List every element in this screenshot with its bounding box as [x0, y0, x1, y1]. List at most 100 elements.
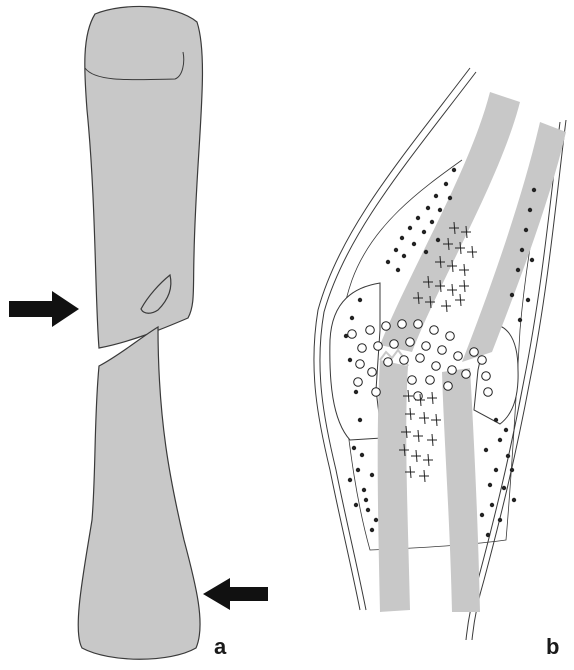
- dot-marker-icon: [498, 518, 502, 522]
- dot-marker-icon: [532, 188, 536, 192]
- dot-marker-icon: [366, 508, 370, 512]
- circle-marker-icon: [406, 338, 415, 347]
- circle-marker-icon: [390, 340, 399, 349]
- dot-marker-icon: [350, 316, 354, 320]
- dot-marker-icon: [348, 358, 352, 362]
- dot-marker-icon: [510, 468, 514, 472]
- circle-marker-icon: [398, 320, 407, 329]
- dot-marker-icon: [484, 448, 488, 452]
- dot-marker-icon: [422, 230, 426, 234]
- panel-label-a: a: [214, 636, 226, 658]
- circle-marker-icon: [426, 376, 435, 385]
- circle-marker-icon: [430, 326, 439, 335]
- dot-marker-icon: [498, 438, 502, 442]
- circle-marker-icon: [482, 372, 491, 381]
- arrow-right-icon: [9, 291, 79, 327]
- circle-marker-icon: [444, 382, 453, 391]
- circle-marker-icon: [414, 320, 423, 329]
- dot-marker-icon: [360, 453, 364, 457]
- dot-marker-icon: [436, 238, 440, 242]
- cross-marker-icon: [467, 246, 477, 258]
- dot-marker-icon: [412, 242, 416, 246]
- circle-marker-icon: [366, 326, 375, 335]
- dot-marker-icon: [348, 478, 352, 482]
- circle-marker-icon: [374, 342, 383, 351]
- dot-marker-icon: [358, 418, 362, 422]
- circle-marker-icon: [354, 378, 363, 387]
- dot-marker-icon: [516, 268, 520, 272]
- dot-marker-icon: [494, 468, 498, 472]
- circle-marker-icon: [422, 342, 431, 351]
- circle-marker-icon: [448, 366, 457, 375]
- cross-marker-icon: [427, 392, 437, 404]
- dot-marker-icon: [396, 268, 400, 272]
- circle-marker-icon: [358, 344, 367, 353]
- circle-marker-icon: [384, 358, 393, 367]
- dot-marker-icon: [362, 488, 366, 492]
- circle-marker-icon: [470, 348, 479, 357]
- dot-marker-icon: [526, 298, 530, 302]
- dot-marker-icon: [370, 473, 374, 477]
- dot-marker-icon: [352, 446, 356, 450]
- dot-marker-icon: [520, 248, 524, 252]
- circle-marker-icon: [408, 376, 417, 385]
- dot-marker-icon: [438, 208, 442, 212]
- cross-marker-icon: [419, 470, 429, 482]
- cross-marker-icon: [419, 412, 429, 424]
- circle-marker-icon: [438, 346, 447, 355]
- dot-marker-icon: [528, 208, 532, 212]
- dot-marker-icon: [490, 503, 494, 507]
- panel-a: [9, 6, 268, 659]
- dot-marker-icon: [394, 248, 398, 252]
- circle-marker-icon: [478, 356, 487, 365]
- dot-marker-icon: [416, 216, 420, 220]
- circle-marker-icon: [356, 360, 365, 369]
- panel-b: [314, 68, 566, 640]
- circle-marker-icon: [368, 368, 377, 377]
- panel-label-b: b: [546, 636, 559, 658]
- dot-marker-icon: [386, 260, 390, 264]
- cross-marker-icon: [455, 294, 465, 306]
- circle-marker-icon: [446, 332, 455, 341]
- dot-marker-icon: [480, 513, 484, 517]
- dot-marker-icon: [448, 196, 452, 200]
- dot-marker-icon: [426, 206, 430, 210]
- dot-marker-icon: [486, 533, 490, 537]
- circle-marker-icon: [372, 388, 381, 397]
- dot-marker-icon: [354, 503, 358, 507]
- dot-marker-icon: [356, 468, 360, 472]
- dot-marker-icon: [370, 528, 374, 532]
- circle-marker-icon: [382, 322, 391, 331]
- dot-marker-icon: [400, 236, 404, 240]
- lower-bone-fragment: [78, 327, 200, 659]
- circle-marker-icon: [462, 370, 471, 379]
- cross-marker-icon: [431, 414, 441, 426]
- circle-marker-icon: [414, 392, 423, 401]
- dot-marker-icon: [504, 428, 508, 432]
- dot-marker-icon: [452, 168, 456, 172]
- dot-marker-icon: [510, 293, 514, 297]
- cross-marker-icon: [459, 280, 469, 292]
- circle-marker-icon: [400, 356, 409, 365]
- dot-marker-icon: [518, 318, 522, 322]
- dot-marker-icon: [494, 418, 498, 422]
- dot-marker-icon: [444, 182, 448, 186]
- dot-marker-icon: [402, 254, 406, 258]
- cross-marker-icon: [427, 434, 437, 446]
- cross-marker-icon: [441, 300, 451, 312]
- dot-marker-icon: [506, 454, 510, 458]
- dot-marker-icon: [512, 498, 516, 502]
- dot-marker-icon: [488, 483, 492, 487]
- circle-marker-icon: [432, 362, 441, 371]
- cross-marker-icon: [405, 408, 415, 420]
- upper-bone-fragment: [85, 6, 203, 348]
- cross-marker-icon: [411, 450, 421, 462]
- cross-marker-icon: [459, 264, 469, 276]
- circle-marker-icon: [454, 352, 463, 361]
- bone-left-lower: [378, 360, 410, 612]
- cross-marker-icon: [447, 284, 457, 296]
- dot-marker-icon: [502, 486, 506, 490]
- dot-marker-icon: [408, 226, 412, 230]
- dot-marker-icon: [424, 250, 428, 254]
